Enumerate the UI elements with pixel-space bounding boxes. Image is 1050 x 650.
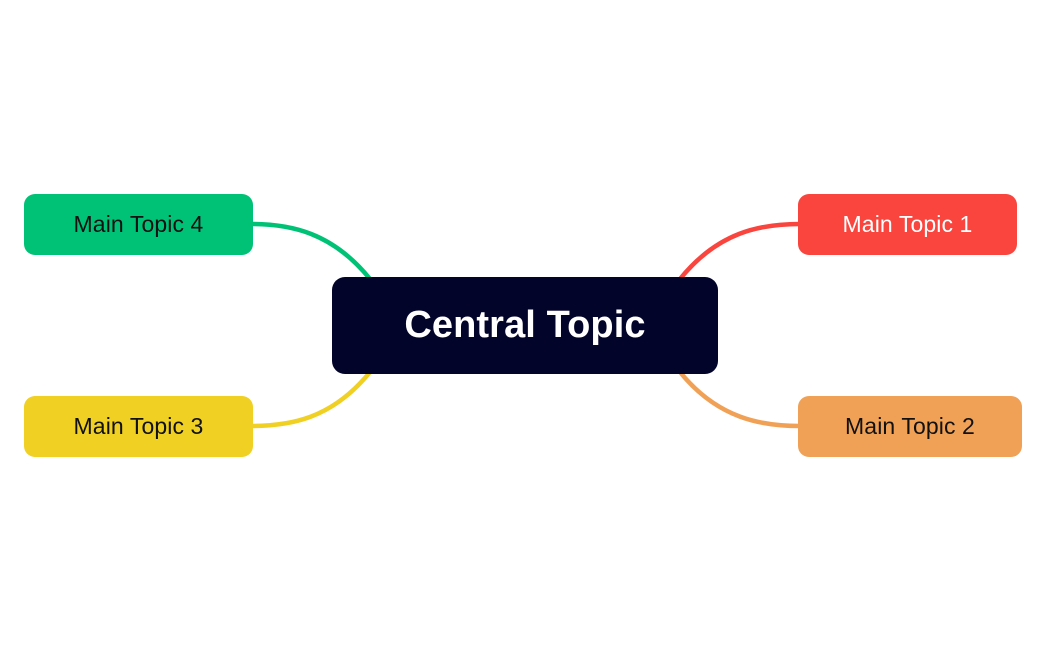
central-topic-node[interactable]: Central Topic	[332, 277, 718, 374]
connector-central-to-topic3	[248, 369, 373, 429]
branch-node-main-topic-2[interactable]: Main Topic 2	[798, 396, 1022, 457]
branch-node-main-topic-1[interactable]: Main Topic 1	[798, 194, 1017, 255]
connector-central-to-topic2	[677, 369, 803, 429]
branch-node-main-topic-4[interactable]: Main Topic 4	[24, 194, 253, 255]
connector-central-to-topic1	[677, 221, 803, 282]
connector-central-to-topic4	[248, 221, 373, 282]
branch-node-main-topic-3[interactable]: Main Topic 3	[24, 396, 253, 457]
